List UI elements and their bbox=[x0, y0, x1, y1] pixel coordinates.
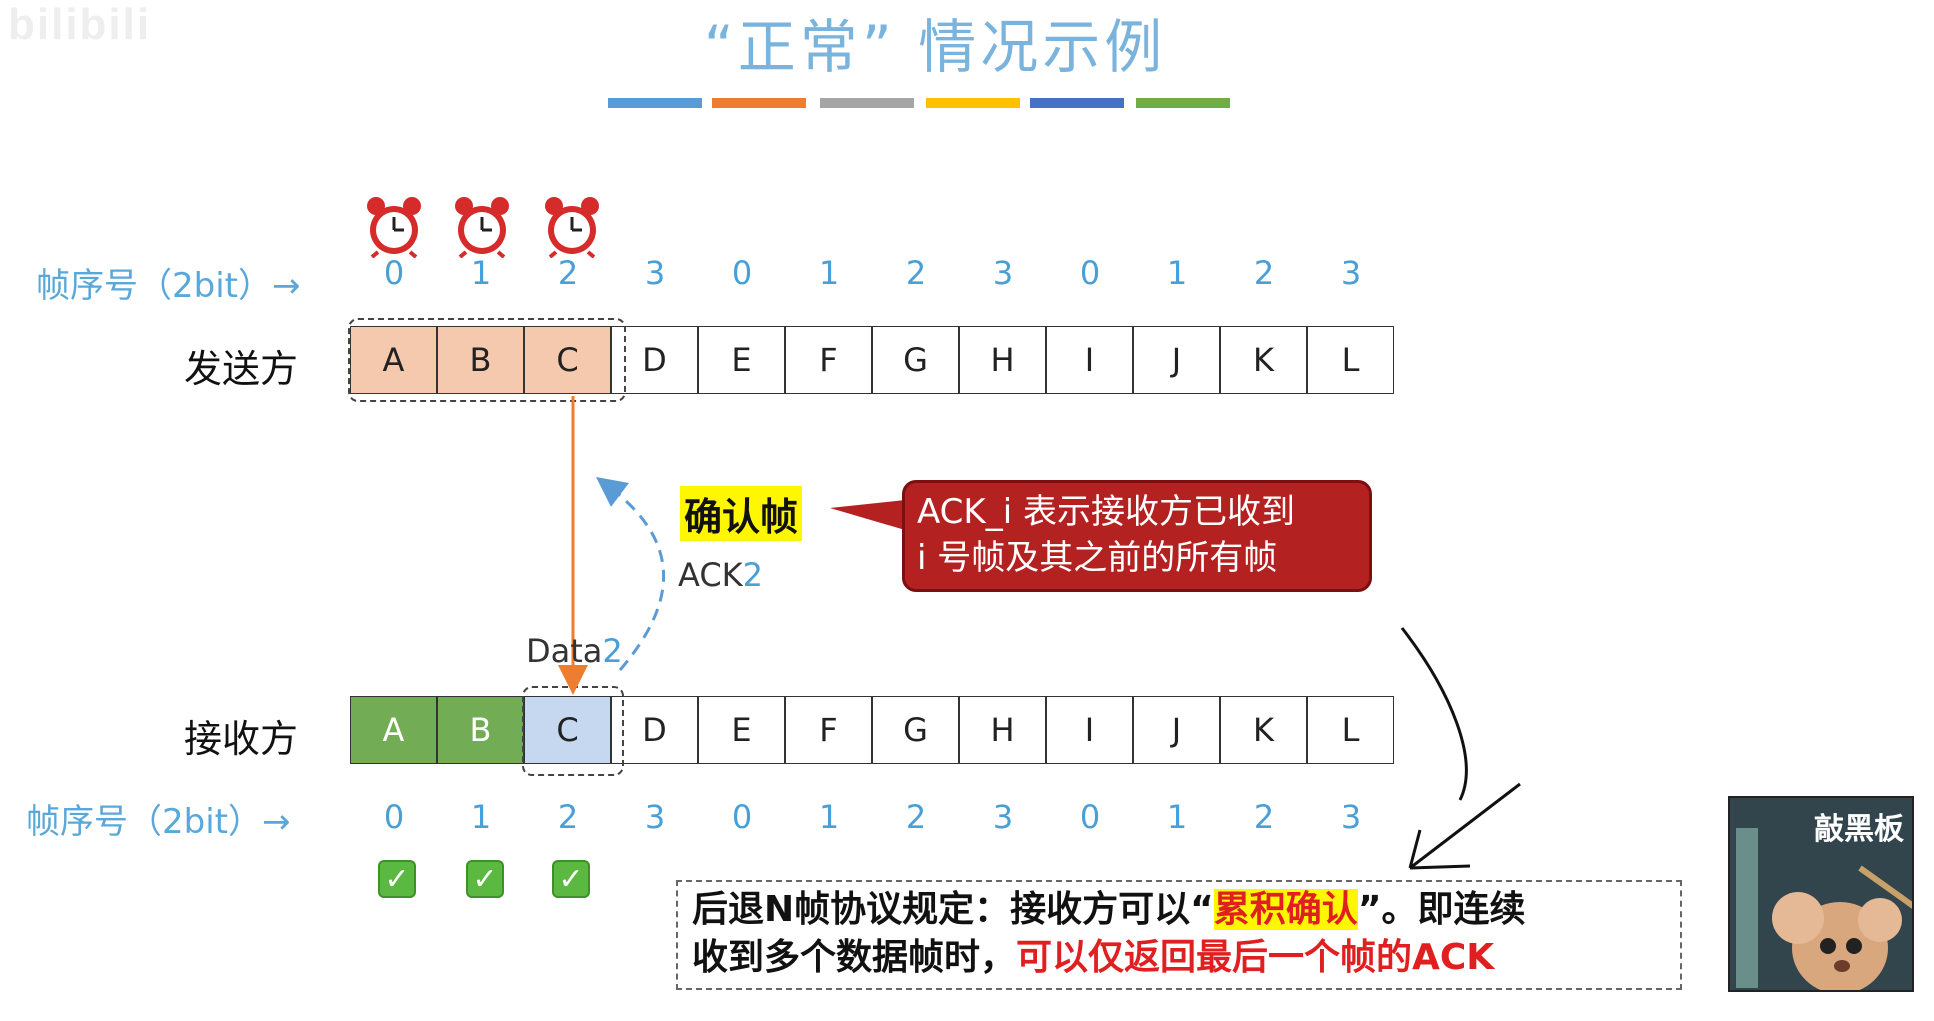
frame-cell: D bbox=[611, 696, 698, 764]
alarm-clock-icon bbox=[542, 196, 602, 259]
sender-window bbox=[348, 318, 626, 402]
title-underline-bar bbox=[926, 98, 1020, 108]
callout-key: ACK_i bbox=[917, 492, 1013, 532]
seq-number: 2 bbox=[557, 798, 579, 836]
frame-cell: G bbox=[872, 326, 959, 394]
seq-number: 1 bbox=[1166, 254, 1188, 292]
frame-cell: I bbox=[1046, 326, 1133, 394]
check-mark-icon: ✓ bbox=[466, 860, 504, 898]
frame-cell: B bbox=[437, 326, 524, 394]
frame-cell: J bbox=[1133, 326, 1220, 394]
note-highlight: 累积确认 bbox=[1213, 889, 1358, 930]
frame-cell: C bbox=[524, 326, 611, 394]
note-red-text: 可以仅返回最后一个帧的ACK bbox=[1016, 937, 1495, 978]
slide-title: “正常” 情况示例 bbox=[703, 13, 1167, 81]
frame-cell: E bbox=[698, 696, 785, 764]
hand-drawn-pointer bbox=[1400, 627, 1468, 801]
callout-pointer bbox=[830, 500, 905, 530]
seq-number: 1 bbox=[1166, 798, 1188, 836]
ack-label: ACK2 bbox=[678, 556, 764, 594]
title-underline-bar bbox=[1030, 98, 1124, 108]
confirm-frame-tag: 确认帧 bbox=[680, 486, 803, 541]
receiver-seq-label: 帧序号（2bit）→ bbox=[26, 802, 291, 842]
seq-number: 1 bbox=[818, 798, 840, 836]
seq-number: 2 bbox=[905, 254, 927, 292]
seq-number: 0 bbox=[731, 254, 753, 292]
title-underline-bar bbox=[608, 98, 702, 108]
title-underline-bar bbox=[820, 98, 914, 108]
frame-cell: G bbox=[872, 696, 959, 764]
alarm-clock-icon bbox=[364, 196, 424, 259]
seq-number: 0 bbox=[1079, 798, 1101, 836]
frame-cell: I bbox=[1046, 696, 1133, 764]
seq-number: 1 bbox=[818, 254, 840, 292]
data-label: Data2 bbox=[526, 632, 623, 670]
frame-cell: A bbox=[350, 696, 437, 764]
seq-number: 2 bbox=[557, 254, 579, 292]
seq-number: 0 bbox=[383, 254, 405, 292]
frame-cell: F bbox=[785, 326, 872, 394]
ack-arrow bbox=[596, 476, 665, 671]
watermark: bilibili bbox=[8, 0, 152, 49]
seq-number: 0 bbox=[731, 798, 753, 836]
frame-cell: K bbox=[1220, 696, 1307, 764]
seq-number: 3 bbox=[644, 254, 666, 292]
ack-callout: ACK_i 表示接收方已收到 i 号帧及其之前的所有帧 bbox=[902, 480, 1372, 592]
check-mark-icon: ✓ bbox=[552, 860, 590, 898]
frame-cell: J bbox=[1133, 696, 1220, 764]
frame-cell: H bbox=[959, 696, 1046, 764]
check-mark-icon: ✓ bbox=[378, 860, 416, 898]
frame-cell: L bbox=[1307, 326, 1394, 394]
seq-number: 3 bbox=[1340, 798, 1362, 836]
frame-cell: L bbox=[1307, 696, 1394, 764]
seq-number: 2 bbox=[905, 798, 927, 836]
protocol-note: 后退N帧协议规定：接收方可以“累积确认”。即连续 收到多个数据帧时，可以仅返回最… bbox=[676, 880, 1682, 990]
seq-number: 3 bbox=[992, 798, 1014, 836]
frame-cell: F bbox=[785, 696, 872, 764]
seq-number: 2 bbox=[1253, 798, 1275, 836]
title-underline-bar bbox=[1136, 98, 1230, 108]
teacher-avatar: 敲黑板 bbox=[1728, 796, 1914, 992]
frame-cell: A bbox=[350, 326, 437, 394]
frame-cell: B bbox=[437, 696, 524, 764]
pen-arrow-icon bbox=[1408, 782, 1521, 870]
seq-number: 1 bbox=[470, 798, 492, 836]
frame-cell: H bbox=[959, 326, 1046, 394]
callout-line2: i 号帧及其之前的所有帧 bbox=[917, 538, 1278, 578]
seq-number: 3 bbox=[644, 798, 666, 836]
alarm-clock-icon bbox=[452, 196, 512, 259]
frame-cell: K bbox=[1220, 326, 1307, 394]
seq-number: 3 bbox=[992, 254, 1014, 292]
sender-seq-label: 帧序号（2bit）→ bbox=[36, 266, 301, 306]
seq-number: 1 bbox=[470, 254, 492, 292]
frame-cell: E bbox=[698, 326, 785, 394]
seq-number: 0 bbox=[383, 798, 405, 836]
frame-cell: C bbox=[524, 696, 611, 764]
blackboard-mouse-icon bbox=[1730, 798, 1912, 990]
seq-number: 3 bbox=[1340, 254, 1362, 292]
receiver-label: 接收方 bbox=[184, 717, 299, 761]
seq-number: 2 bbox=[1253, 254, 1275, 292]
sender-label: 发送方 bbox=[184, 347, 299, 391]
seq-number: 0 bbox=[1079, 254, 1101, 292]
title-underline-bar bbox=[712, 98, 806, 108]
